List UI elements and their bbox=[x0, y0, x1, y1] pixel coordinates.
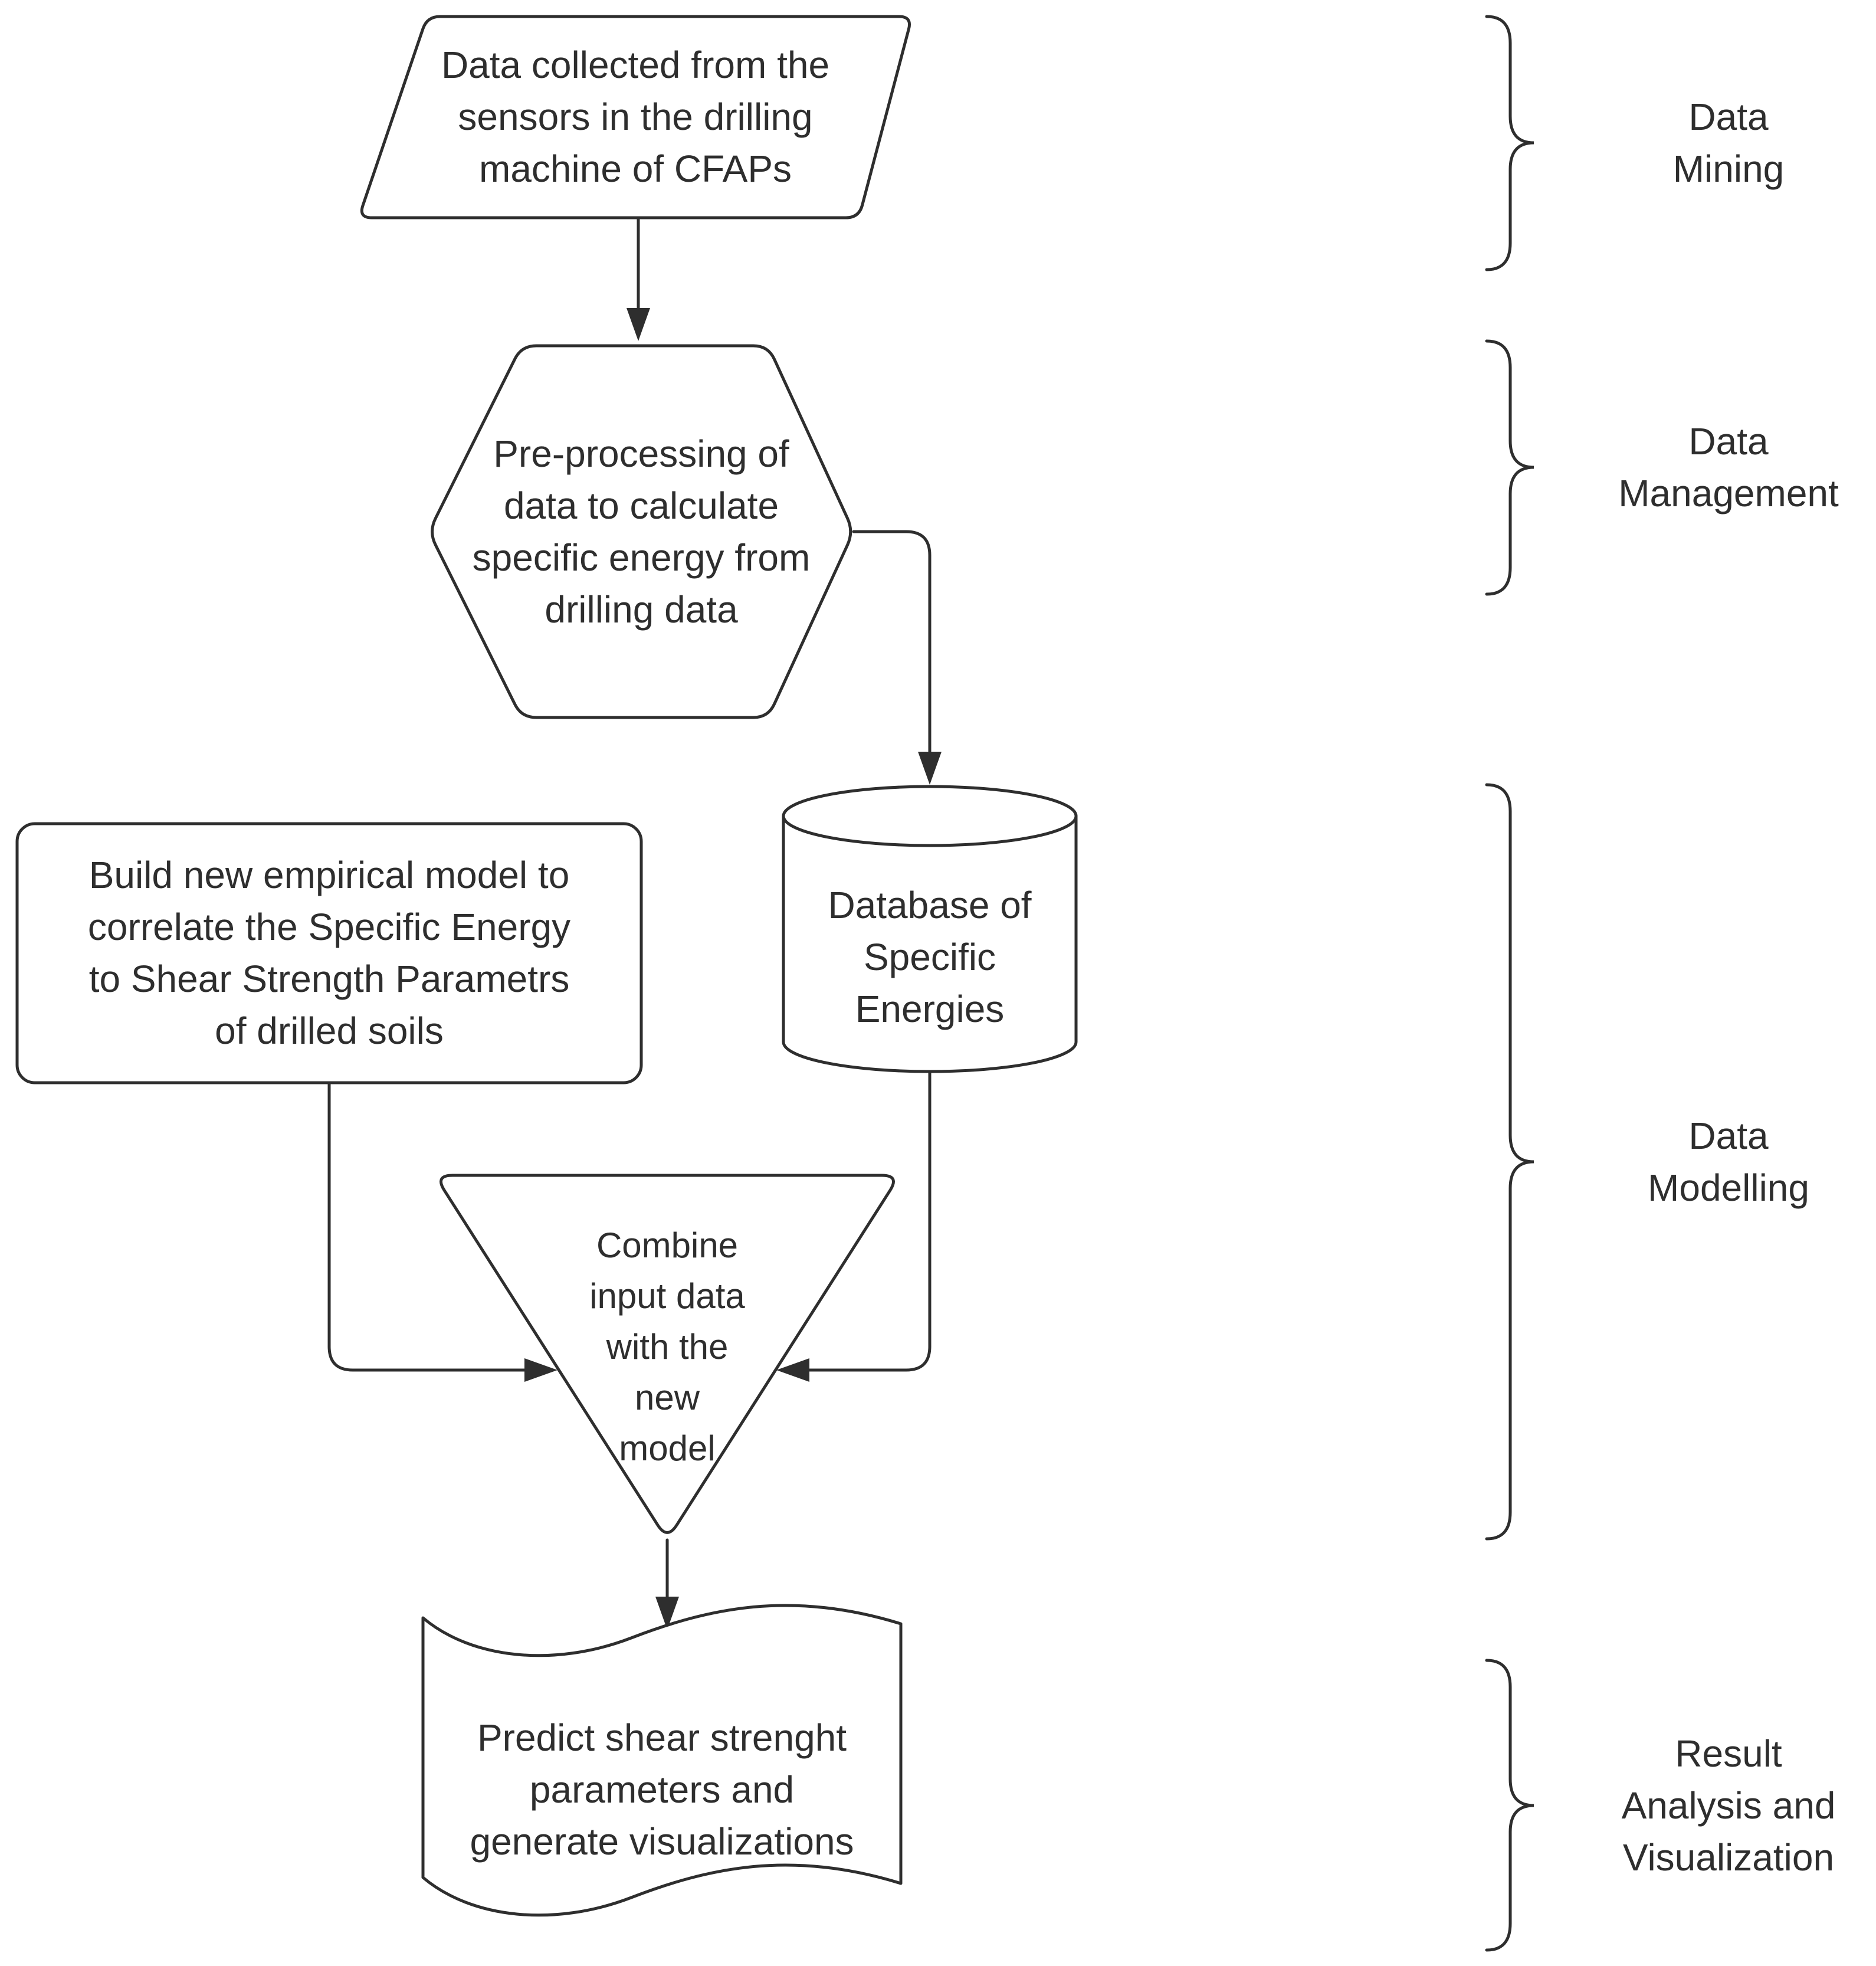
brace-data-mining bbox=[1485, 15, 1534, 271]
arrow-database-to-combine bbox=[805, 1070, 932, 1372]
triangle-combine bbox=[440, 1174, 895, 1534]
arrowhead-combine-to-predict bbox=[655, 1597, 679, 1630]
section-label-data-management: Data Management bbox=[1618, 420, 1839, 515]
section-label-data-modelling: Data Modelling bbox=[1648, 1115, 1809, 1209]
label-combine: Combine input data with the new model bbox=[589, 1226, 745, 1468]
arrow-model-to-combine bbox=[327, 1081, 529, 1372]
label-database: Database of Specific Energies bbox=[828, 884, 1032, 1030]
hexagon-preprocessing bbox=[431, 344, 852, 719]
tape-predict bbox=[421, 1604, 903, 1917]
brace-data-modelling bbox=[1485, 783, 1534, 1541]
arrowhead-database-to-combine bbox=[776, 1358, 809, 1382]
brace-data-management bbox=[1485, 339, 1534, 596]
label-predict: Predict shear strenght parameters and ge… bbox=[470, 1716, 854, 1863]
brace-result-analysis bbox=[1485, 1659, 1534, 1952]
arrowhead-model-to-combine bbox=[524, 1358, 557, 1382]
arrowhead-preprocessing-to-database bbox=[918, 752, 942, 785]
arrow-preprocessing-to-database bbox=[852, 530, 932, 755]
section-label-result-analysis: Result Analysis and Visualization bbox=[1621, 1732, 1836, 1879]
label-preprocessing: Pre-processing of data to calculate spec… bbox=[472, 432, 811, 631]
label-empirical-model: Build new empirical model to correlate t… bbox=[87, 854, 571, 1052]
parallelogram-sensor-data bbox=[360, 15, 911, 219]
label-sensor-data: Data collected from the sensors in the d… bbox=[441, 44, 830, 190]
section-label-data-mining: Data Mining bbox=[1672, 96, 1785, 190]
cylinder-database-top bbox=[782, 785, 1078, 847]
arrowhead-sensor-to-preprocessing bbox=[627, 308, 650, 341]
